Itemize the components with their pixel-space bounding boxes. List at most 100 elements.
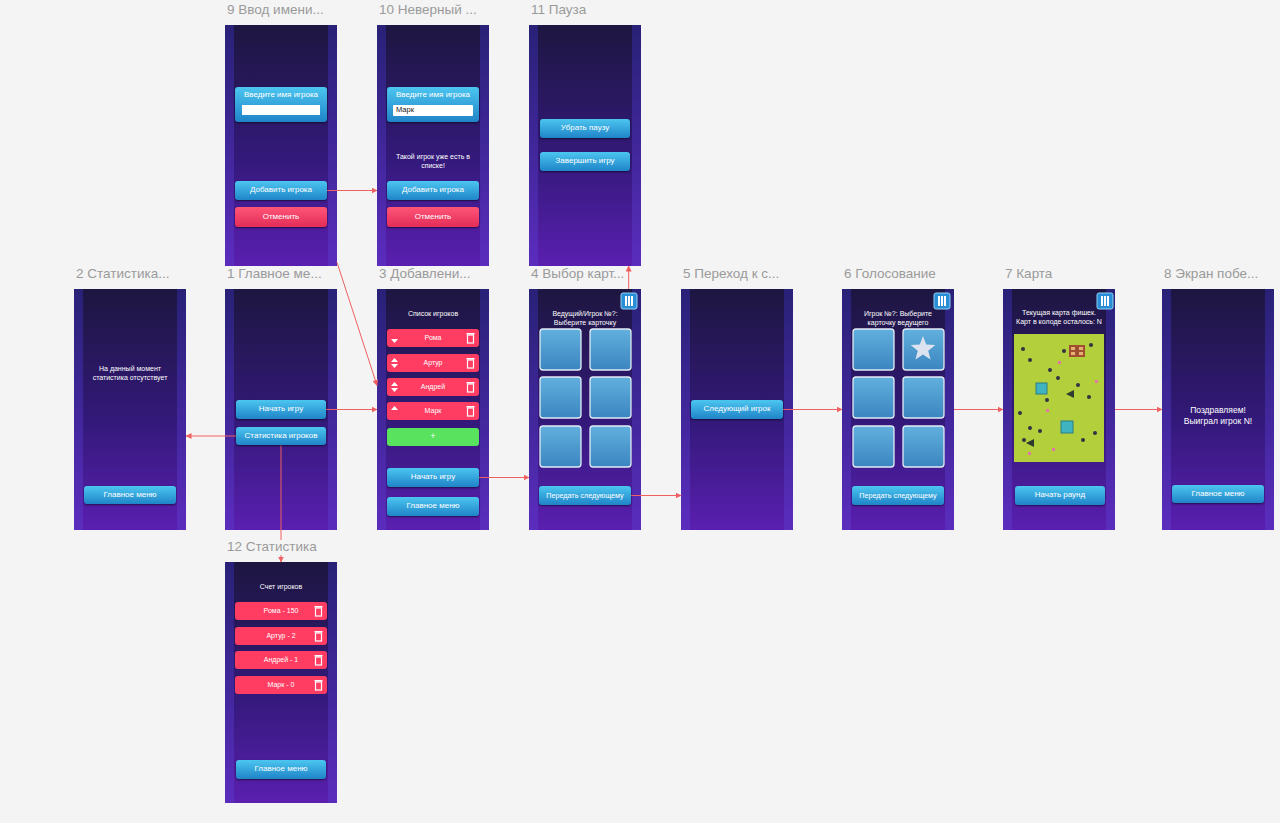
button-label: Рома - 150 (264, 607, 299, 615)
button-label: Отменить (415, 213, 452, 222)
flow-connector (628, 266, 629, 289)
button-label: Артур (423, 359, 442, 367)
blue-button: Статистика игроков (236, 427, 326, 445)
trash-icon (466, 405, 475, 417)
screen-message: Счет игроков (233, 583, 329, 592)
button-label: Андрей - 1 (264, 656, 298, 664)
button-label: Добавить игрока (250, 186, 312, 195)
screen-frame: 12 СтатистикаСчет игроковРома - 150Артур… (225, 562, 337, 803)
player-row: Рома - 150 (235, 602, 327, 620)
screen-title: 4 Выбор карт... (529, 267, 626, 282)
screen-frame: 7 КартаТекущая карта фишек. Карт в колод… (1003, 289, 1115, 530)
screen-title: 9 Ввод имени... (225, 3, 326, 18)
button-label: Главное меню (406, 502, 459, 511)
screen-frame: 9 Ввод имени...Введите имя игрокаДобавит… (225, 25, 337, 266)
screen-background (681, 289, 793, 530)
blue-button: Начать раунд (1015, 486, 1105, 505)
button-label: Артур - 2 (266, 632, 295, 640)
blue-button: Завершить игру (540, 152, 630, 171)
trash-icon (314, 605, 323, 617)
screen-message: На данный момент статистика отсутствует (85, 365, 175, 383)
screen-background (1003, 289, 1115, 530)
trash-lid (467, 406, 475, 408)
screen-background (74, 289, 186, 530)
button-label: Марк (425, 407, 442, 415)
add-button: + (387, 428, 479, 446)
cancel-button: Отменить (235, 207, 327, 227)
reorder-arrows (391, 405, 398, 417)
game-map (1014, 334, 1104, 462)
input-panel: Введите имя игрока (235, 87, 327, 122)
button-label: Начать игру (411, 473, 455, 482)
player-row: Артур (387, 354, 479, 372)
screen-title: 12 Статистика (225, 540, 319, 555)
arrow-down (391, 339, 398, 343)
button-label: Рома (425, 334, 442, 342)
trash-lid (315, 655, 323, 657)
screen-background (225, 562, 337, 803)
flow-connector (326, 409, 377, 410)
card-grid (853, 329, 944, 467)
trash-body (468, 384, 474, 392)
flow-connector (954, 409, 1003, 410)
button-label: Передать следующему (859, 492, 936, 500)
button-label: Главное меню (1191, 490, 1244, 499)
player-row: Марк - 0 (235, 676, 327, 694)
flow-connector (337, 262, 377, 385)
trash-body (316, 633, 322, 641)
screen-message: Игрок №?: Выберите карточку ведущего (855, 310, 941, 328)
arrow-up (391, 382, 398, 386)
button-label: Введите имя игрока (396, 91, 470, 100)
flow-connector (479, 477, 529, 478)
screen-title: 8 Экран побе... (1162, 267, 1260, 282)
screen-title: 1 Главное ме... (225, 267, 324, 282)
arrow-up (391, 358, 398, 362)
button-label: Главное меню (254, 765, 307, 774)
flow-connector (631, 495, 681, 496)
blue-button: Следующий игрок (691, 400, 783, 419)
trash-icon (314, 654, 323, 666)
button-label: Начать раунд (1035, 491, 1085, 500)
screen-background (225, 25, 337, 266)
button-label: + (430, 432, 435, 442)
player-row: Артур - 2 (235, 627, 327, 645)
button-label: Убрать паузу (561, 124, 610, 133)
blue-button: Главное меню (1172, 485, 1264, 503)
trash-body (316, 682, 322, 690)
trash-lid (467, 382, 475, 384)
screen-frame: 1 Главное ме...Начать игруСтатистика игр… (225, 289, 337, 530)
flow-connector (327, 190, 377, 191)
reorder-arrows (391, 357, 398, 369)
screen-title: 2 Статистика... (74, 267, 171, 282)
screen-message: Список игроков (385, 310, 481, 319)
screen-frame: 4 Выбор карт...Ведущий/Игрок №?: Выберит… (529, 289, 641, 530)
button-label: Андрей (421, 383, 445, 391)
player-row: Андрей - 1 (235, 651, 327, 669)
flow-connector (783, 409, 842, 410)
blue-button: Главное меню (236, 760, 326, 779)
button-label: Марк - 0 (268, 681, 295, 689)
blue-button: Добавить игрока (235, 181, 327, 200)
screen-title: 10 Неверный ... (377, 3, 479, 18)
screen-message: Ведущий/Игрок №?: Выберите карточку (540, 310, 630, 328)
trash-lid (315, 680, 323, 682)
flow-connector (1115, 409, 1162, 410)
button-label: Следующий игрок (704, 405, 771, 414)
screen-title: 3 Добавлени... (377, 267, 473, 282)
blue-button: Главное меню (84, 486, 176, 504)
blue-button: Начать игру (387, 468, 479, 487)
player-row: Рома (387, 329, 479, 347)
reorder-arrows (391, 332, 398, 344)
pause-icon (621, 293, 637, 309)
screen-background (842, 289, 954, 530)
button-label: Добавить игрока (402, 186, 464, 195)
blue-button: Передать следующему (852, 486, 944, 505)
blue-button: Передать следующему (539, 486, 631, 505)
pause-icon (1097, 293, 1113, 309)
trash-icon (466, 332, 475, 344)
trash-body (468, 335, 474, 343)
screen-frame: 2 Статистика...На данный момент статисти… (74, 289, 186, 530)
